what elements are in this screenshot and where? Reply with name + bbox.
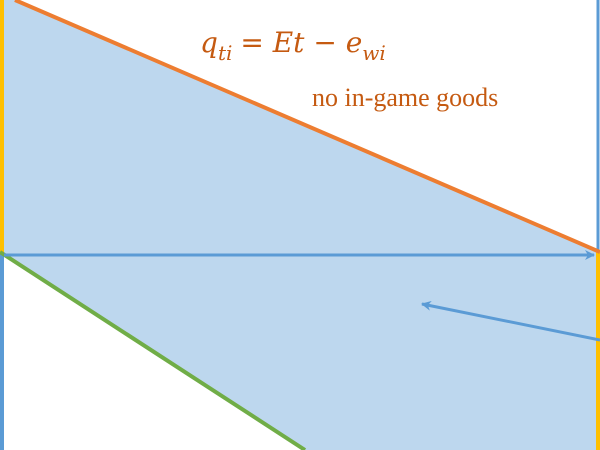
equation-label: qti = Et − ewi: [200, 26, 386, 65]
orange-boundary-line: [14, 0, 600, 254]
equation-rhs: = Et − e: [240, 26, 362, 59]
equation-var-sub: ti: [218, 41, 232, 65]
no-in-game-goods-label: no in-game goods: [312, 83, 498, 112]
equation-var: q: [200, 26, 218, 59]
equation-rhs-sub: wi: [362, 41, 386, 65]
green-boundary-line: [0, 250, 307, 450]
pointer-arrow: [421, 300, 600, 342]
